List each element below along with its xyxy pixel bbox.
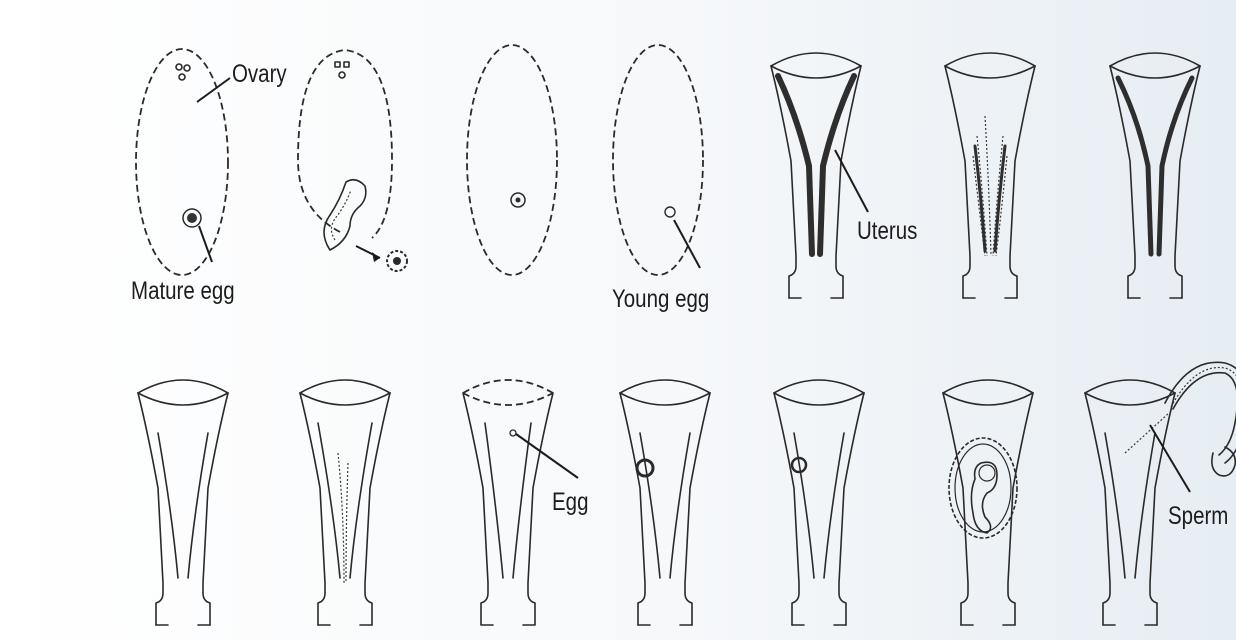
- label-ovary: Ovary: [232, 59, 287, 87]
- label-young-egg: Young egg: [612, 284, 709, 312]
- label-mature-egg: Mature egg: [131, 276, 235, 304]
- label-egg: Egg: [552, 487, 588, 515]
- mature-egg: [187, 213, 197, 223]
- label-sperm: Sperm: [1168, 501, 1228, 529]
- label-uterus: Uterus: [857, 216, 917, 244]
